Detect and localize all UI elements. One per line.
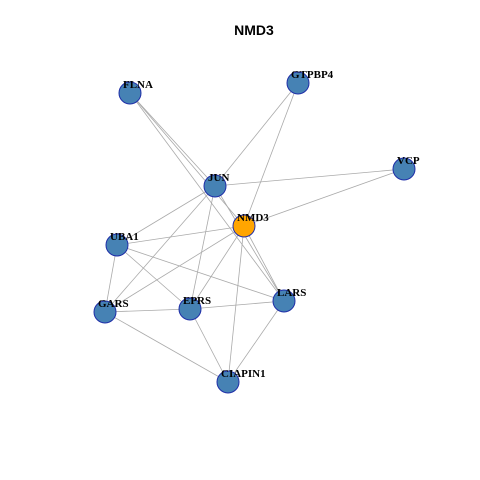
edge-nmd3-uba1 [116,225,245,246]
edge-nmd3-lars [243,225,285,302]
node-ciapin1[interactable] [216,370,240,394]
edge-vcp-jun [214,168,405,187]
edge-layer [104,82,405,383]
node-label-flna: FLNA [123,79,153,91]
node-jun[interactable] [203,174,227,198]
node-label-lars: LARS [277,287,306,299]
node-nmd3[interactable] [232,214,256,238]
edge-lars-ciapin1 [227,300,285,383]
node-uba1[interactable] [105,233,129,257]
graph-title: NMD3 [234,22,274,38]
edge-flna-jun [129,92,216,187]
edge-uba1-lars [116,244,285,302]
node-label-nmd3: NMD3 [237,212,269,224]
edge-vcp-nmd3 [243,168,405,227]
edge-nmd3-ciapin1 [227,225,245,383]
edge-gtpbp4-nmd3 [243,82,299,227]
node-label-ciapin1: CIAPIN1 [221,368,266,380]
node-gars[interactable] [93,300,117,324]
edge-flna-lars [129,92,285,302]
edge-nmd3-gars [104,225,245,313]
edge-eprs-lars [189,300,285,310]
edge-flna-nmd3 [129,92,245,227]
edge-gars-ciapin1 [104,311,229,383]
node-label-eprs: EPRS [183,295,211,307]
node-label-gars: GARS [98,298,129,310]
node-label-uba1: UBA1 [110,231,139,243]
node-label-jun: JUN [208,172,229,184]
node-vcp[interactable] [392,157,416,181]
node-eprs[interactable] [178,297,202,321]
edge-jun-lars [214,185,285,302]
edge-eprs-ciapin1 [189,308,229,383]
edge-jun-gars [104,185,216,313]
node-label-vcp: VCP [397,155,420,167]
edge-nmd3-eprs [189,225,245,310]
edge-jun-uba1 [116,185,216,246]
node-label-gtpbp4: GTPBP4 [291,69,334,81]
node-gtpbp4[interactable] [286,71,310,95]
edge-gtpbp4-jun [214,82,299,187]
node-lars[interactable] [272,289,296,313]
edge-uba1-eprs [116,244,191,310]
node-layer [93,71,416,394]
edge-gars-eprs [104,308,191,313]
node-flna[interactable] [118,81,142,105]
edge-jun-eprs [189,185,216,310]
